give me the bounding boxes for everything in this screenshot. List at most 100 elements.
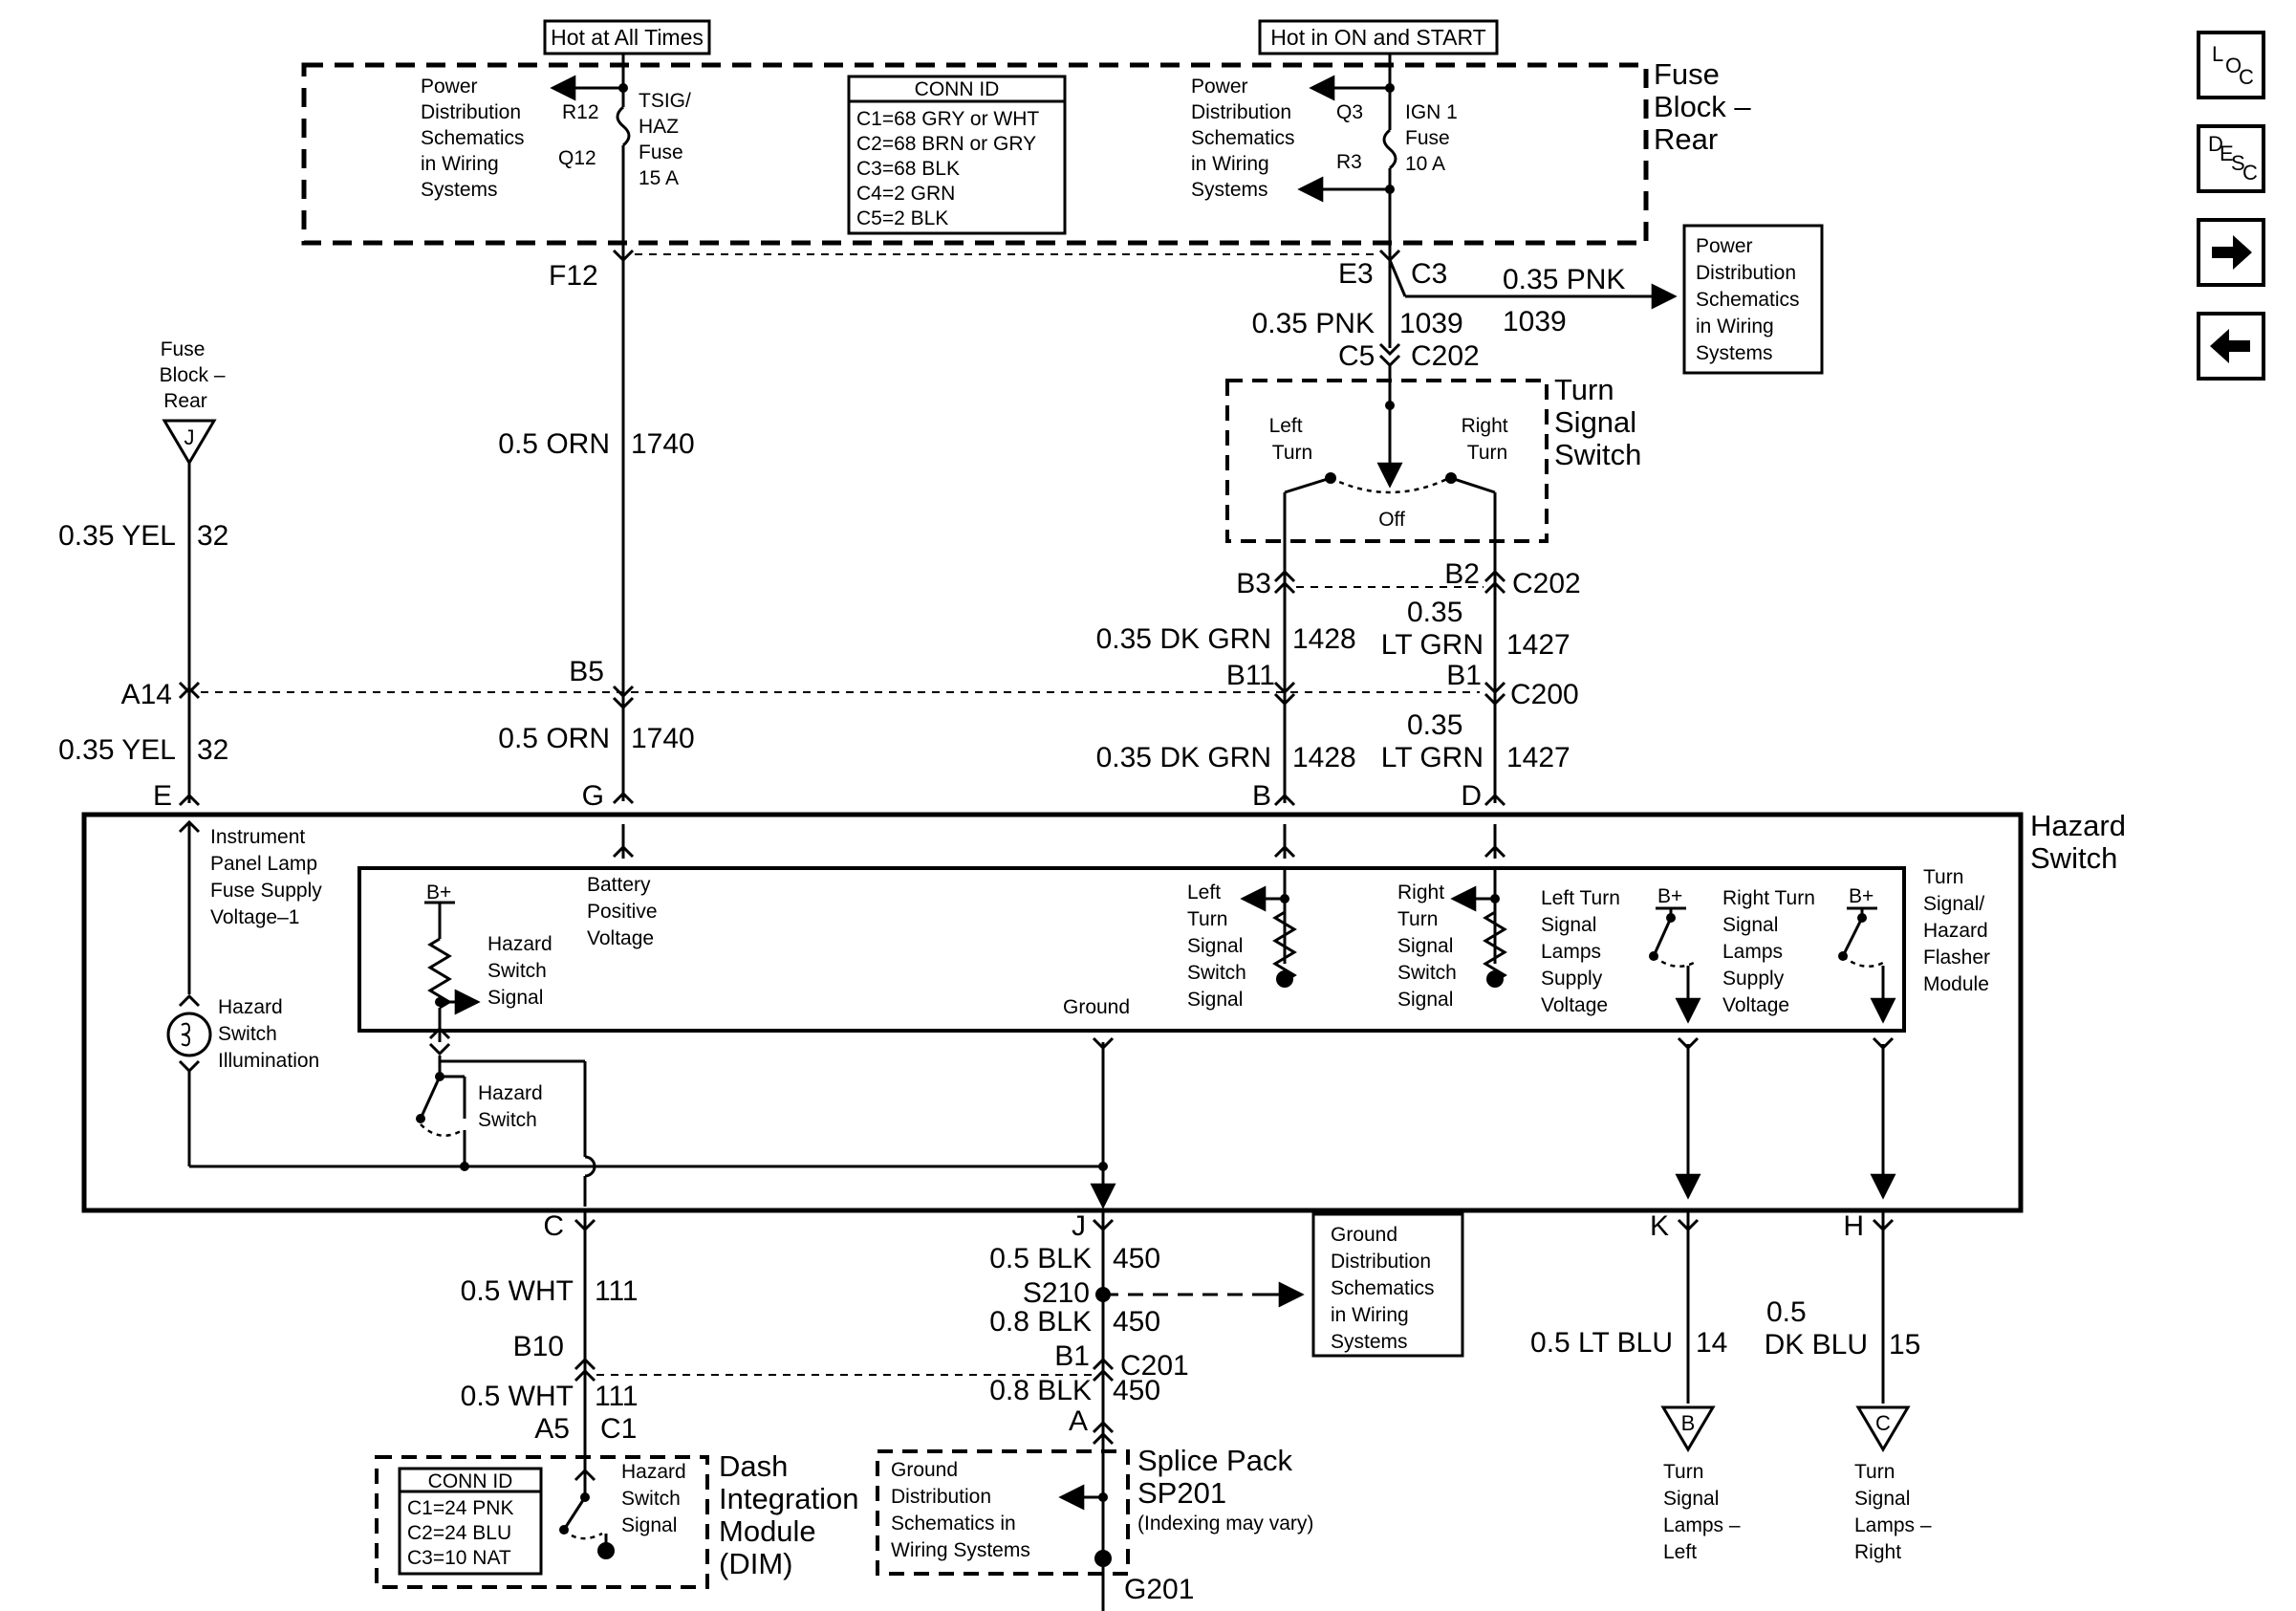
pin-d-label: D	[1461, 780, 1482, 812]
connector-j-triangle	[162, 419, 217, 466]
blk-2-label: 0.8 BLK	[989, 1306, 1092, 1338]
desc-letter-d: D	[2208, 132, 2223, 156]
hazard-internal-wiring	[178, 819, 1896, 1209]
connector-b-letter: B	[1681, 1411, 1696, 1435]
dim-signal-label: Hazard Switch Signal	[621, 1461, 692, 1536]
ign-node-bottom	[1385, 185, 1395, 194]
ltblu-num: 14	[1696, 1327, 1727, 1359]
power-dist-box: Power Distribution Schematics in Wiring …	[1682, 224, 1824, 375]
blk-3-label: 0.8 BLK	[989, 1375, 1092, 1406]
next-button[interactable]	[2197, 218, 2265, 287]
dim-switch	[562, 1468, 608, 1549]
desc-letter-s: S	[2231, 151, 2245, 175]
b2-label: B2	[1444, 558, 1480, 590]
b11-label: B11	[1226, 660, 1275, 691]
blk-1-label: 0.5 BLK	[989, 1243, 1092, 1274]
ign-node-top	[1385, 83, 1395, 93]
desc-letter-e: E	[2220, 142, 2234, 165]
q12-label: Q12	[558, 147, 596, 169]
dim-conn-id-box: CONN ID C1=24 PNK C2=24 BLU C3=10 NAT	[398, 1467, 543, 1576]
main-wires	[178, 245, 1678, 807]
desc-letter-c: C	[2242, 161, 2258, 185]
illumination-label: Hazard Switch Illumination	[218, 996, 319, 1072]
lt-switch-ground	[1276, 970, 1293, 988]
g201-ground-icon	[1094, 1550, 1112, 1567]
rt-lamp-contact	[1838, 951, 1848, 961]
hz-ground-node	[460, 1162, 469, 1171]
orn-bot-num: 1740	[631, 723, 695, 754]
hot-on-start-box	[1258, 19, 1499, 55]
a5-label: A5	[534, 1413, 570, 1445]
connector-j-letter: J	[184, 425, 195, 449]
wht-1-num: 111	[595, 1275, 639, 1307]
dkgrn-1-label: 0.35 DK GRN	[1096, 623, 1271, 655]
ltgrn-2-b: LT GRN	[1381, 742, 1484, 773]
q3-label: Q3	[1336, 101, 1363, 123]
turn-switch-name: Turn Signal Switch	[1554, 373, 1645, 471]
wht-1-label: 0.5 WHT	[461, 1275, 574, 1307]
connector-c-triangle	[1855, 1405, 1911, 1452]
loc-letter-l: L	[2212, 42, 2224, 66]
hot-all-times-label: Hot at All Times	[551, 25, 704, 50]
pin-a-label: A	[1069, 1405, 1088, 1437]
sp-ground-label: Ground Distribution Schematics in Wiring…	[891, 1459, 1030, 1561]
orn-top-label: 0.5 ORN	[498, 428, 610, 460]
r12-label: R12	[562, 101, 599, 123]
desc-button[interactable]: D E S C	[2197, 124, 2265, 193]
rt-switch-label: Right Turn Signal Switch Signal	[1397, 882, 1462, 1011]
b10-label: B10	[513, 1331, 564, 1362]
ltgrn-2-num: 1427	[1506, 742, 1570, 773]
c202-top-label: C202	[1411, 340, 1480, 372]
tsig-haz-fuse	[550, 54, 631, 245]
dim-ground-icon	[597, 1542, 615, 1559]
ground-label: Ground	[1063, 996, 1130, 1018]
svg-text:C1=68 GRY or WHT C2=68 B: C1=68 GRY or WHT C2=68 BRN or GRY C3=68 …	[856, 108, 1045, 229]
hot-on-start-label: Hot in ON and START	[1270, 25, 1485, 50]
loc-letter-o: O	[2225, 54, 2242, 77]
b1-label: B1	[1446, 660, 1482, 691]
lt-lamp-contact	[1649, 951, 1658, 961]
ltblu-label: 0.5 LT BLU	[1530, 1327, 1673, 1359]
loc-button[interactable]: L O C	[2197, 31, 2265, 99]
splice-pack-box	[876, 1449, 1130, 1576]
pnk-out-label: 0.35 PNK	[1503, 264, 1625, 295]
prev-button[interactable]	[2197, 312, 2265, 381]
wht-2-num: 111	[595, 1381, 639, 1412]
ground-dist-box: Ground Distribution Schematics in Wiring…	[1311, 1212, 1464, 1358]
splice-pack-name: Splice Pack SP201	[1137, 1444, 1301, 1510]
yel-top-label: 0.35 YEL	[58, 520, 176, 552]
turn-left-label: Left Turn	[1269, 415, 1313, 464]
pin-k-label: K	[1650, 1210, 1669, 1242]
pin-j-label: J	[1072, 1210, 1086, 1242]
ipl-supply-label: Instrument Panel Lamp Fuse Supply Voltag…	[210, 826, 328, 928]
orn-top-num: 1740	[631, 428, 695, 460]
flasher-module-box	[357, 866, 1906, 1033]
c3-label: C3	[1411, 258, 1447, 290]
pin-e-label: E	[153, 780, 172, 812]
lamps-left-label: Turn Signal Lamps – Left	[1663, 1461, 1745, 1563]
pin-b-label: B	[1252, 780, 1271, 812]
hz-switch-label: Hazard Switch	[478, 1082, 549, 1131]
hz-switch-node	[435, 1072, 444, 1081]
dim-box	[375, 1455, 709, 1589]
ign-fuse-label: IGN 1 Fuse 10 A	[1405, 101, 1463, 175]
c1-label: C1	[600, 1413, 637, 1445]
dim-switch-node	[580, 1492, 590, 1502]
hazard-switch-box	[81, 812, 2024, 1213]
lamps-right-label: Turn Signal Lamps – Right	[1854, 1461, 1937, 1563]
ltgrn-1-num: 1427	[1506, 629, 1570, 661]
yel-top-num: 32	[197, 520, 228, 552]
connector-b-triangle	[1660, 1405, 1716, 1452]
ground-node	[1098, 1162, 1108, 1171]
hazard-illumination-bulb-icon	[166, 1012, 212, 1057]
c200-label: C200	[1510, 679, 1579, 710]
lt-switch-node	[1280, 894, 1289, 903]
dkgrn-1-num: 1428	[1292, 623, 1356, 655]
dkgrn-2-num: 1428	[1292, 742, 1356, 773]
dkblu-b: DK BLU	[1765, 1329, 1868, 1361]
b5-label: B5	[569, 656, 604, 687]
loc-letter-c: C	[2239, 65, 2254, 89]
rt-lamp-label: Right Turn Signal Lamps Supply Voltage	[1722, 887, 1821, 1016]
pnk-out-num: 1039	[1503, 306, 1567, 337]
